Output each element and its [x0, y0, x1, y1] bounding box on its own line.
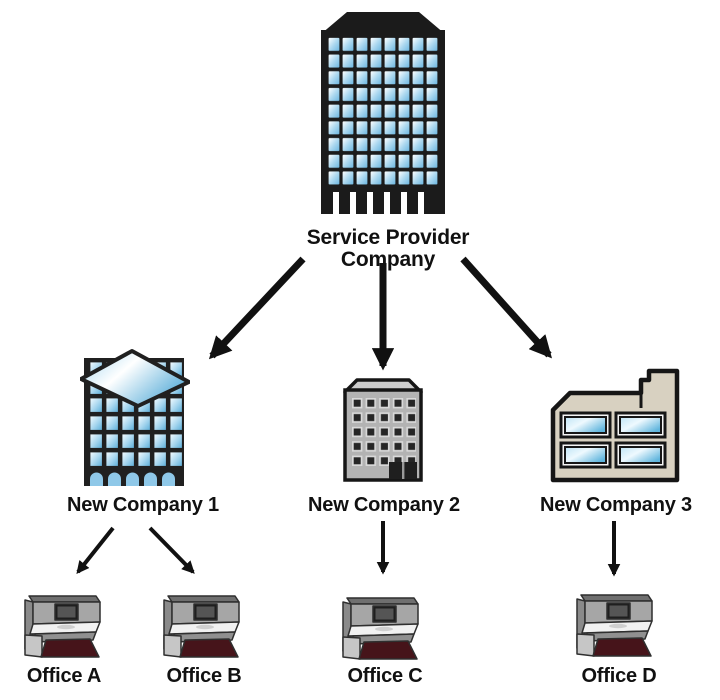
label-new-company-1: New Company 1 [67, 494, 219, 516]
label-new-company-3: New Company 3 [540, 494, 692, 516]
wide-office-building-icon [550, 368, 680, 483]
label-office-a: Office A [26, 665, 102, 687]
office-cubicle-icon [24, 595, 101, 658]
office-cubicle-icon [163, 595, 240, 658]
arrow-nc1-officea [76, 526, 115, 575]
node-service-provider-company [310, 10, 456, 216]
label-new-company-2: New Company 2 [308, 494, 460, 516]
gray-building-icon [343, 378, 423, 482]
office-cubicle-icon [342, 597, 419, 660]
label-office-c: Office C [347, 665, 423, 687]
node-office-d [574, 590, 658, 660]
arrow-nc1-officeb [148, 526, 195, 574]
label-service-provider-company: Service Provider Company [306, 226, 470, 271]
node-office-a [22, 591, 106, 661]
label-office-d: Office D [581, 665, 657, 687]
arrow-spc-nc3 [460, 256, 552, 359]
skyscraper-icon [321, 12, 445, 214]
node-new-company-2 [340, 377, 426, 484]
arrow-spc-nc1 [208, 256, 306, 360]
office-cubicle-icon [576, 594, 653, 657]
node-new-company-1 [79, 346, 191, 488]
node-office-b [161, 591, 245, 661]
label-office-b: Office B [166, 665, 242, 687]
node-new-company-3 [548, 366, 682, 485]
node-office-c [340, 593, 424, 663]
glass-building-icon [79, 349, 191, 486]
